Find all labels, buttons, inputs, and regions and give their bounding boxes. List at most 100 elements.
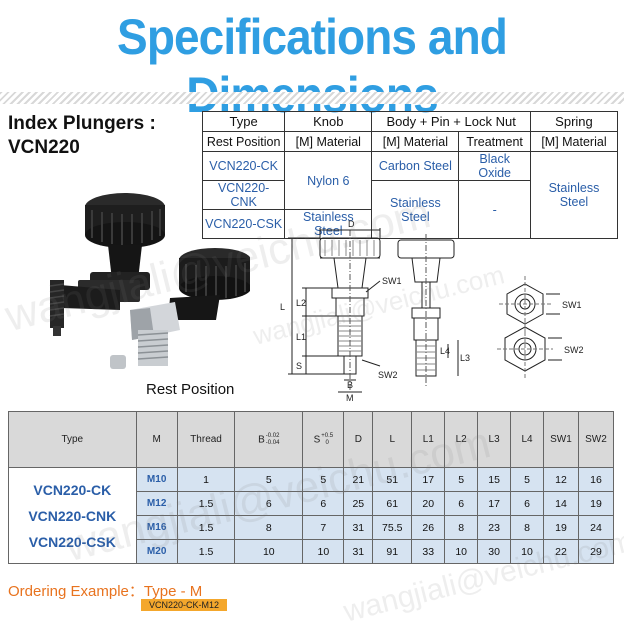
dim-cell-s: 10 [302, 539, 345, 564]
table-row: M12 1.5 6 6 25 61 20 6 17 6 14 19 [9, 491, 615, 516]
mat-type-cell: VCN220-CSK [201, 209, 286, 239]
dim-header-b: B-0.02-0.04 [234, 411, 304, 468]
dim-cell-s: 6 [302, 491, 345, 516]
dim-cell-l4: 6 [510, 491, 544, 516]
plunger-steel-image [110, 248, 250, 369]
product-name-line1: Index Plungers : [8, 113, 156, 134]
dim-header-l1: L1 [411, 411, 446, 468]
mat-sub-spring-material: [M] Material [529, 131, 619, 152]
dim-cell-l1: 17 [411, 467, 446, 492]
dim-label-sw2: SW2 [378, 370, 398, 380]
page-title: Specifications and Dimensions [117, 9, 508, 123]
mat-body-carbon: Carbon Steel [371, 151, 460, 181]
dim-cell-b: 5 [234, 467, 304, 492]
mat-sub-knob-material: [M] Material [284, 131, 373, 152]
dim-header-b-upper: -0.02 [265, 432, 280, 439]
dim-cell-m: M20 [135, 539, 178, 564]
dim-cell-s: 5 [302, 467, 345, 492]
rest-position-caption: Rest Position [146, 381, 235, 398]
dim-label-d: D [348, 219, 355, 229]
technical-drawing: D L L2 L1 S B M SW1 SW2 L4 L3 SW1 SW2 [280, 219, 584, 403]
dim-cell-l3: 15 [477, 467, 512, 492]
dim-cell-l1: 26 [411, 515, 446, 540]
dim-cell-sw1: 19 [542, 515, 579, 540]
dim-cell-l1: 20 [411, 491, 446, 516]
title-divider [0, 92, 624, 104]
dim-cell-m: M10 [135, 467, 178, 492]
dim-cell-d: 21 [343, 467, 374, 492]
dim-type-1: VCN220-CK [33, 481, 112, 498]
dim-cell-l2: 8 [444, 515, 479, 540]
dim-cell-sw2: 19 [577, 491, 615, 516]
dim-cell-thread: 1.5 [176, 515, 236, 540]
mat-treatment-black: Black Oxide [458, 151, 531, 181]
mat-spring-ss: Stainless Steel [529, 151, 619, 239]
dim-header-m: M [135, 411, 178, 468]
dim-cell-sw1: 14 [542, 491, 579, 516]
dim-type-2: VCN220-CNK [28, 507, 117, 524]
dim-label-sw1: SW1 [382, 276, 402, 286]
dim-header-d: D [343, 411, 374, 468]
dim-cell-sw1: 12 [542, 467, 579, 492]
dim-cell-l3: 30 [477, 539, 512, 564]
dim-cell-l4: 5 [510, 467, 544, 492]
dim-header-l2: L2 [444, 411, 479, 468]
dim-label-l4: L4 [440, 346, 450, 356]
mat-header-body: Body + Pin + Lock Nut [371, 111, 531, 132]
dim-header-s-label: S [313, 434, 321, 446]
dim-label-l3: L3 [460, 353, 470, 363]
dim-cell-d: 31 [343, 515, 374, 540]
dim-cell-l: 61 [372, 491, 413, 516]
dim-cell-b: 6 [234, 491, 304, 516]
product-photo [49, 193, 250, 369]
dim-cell-s: 7 [302, 515, 345, 540]
dim-cell-l1: 33 [411, 539, 446, 564]
dim-cell-l2: 10 [444, 539, 479, 564]
dim-header-thread: Thread [176, 411, 236, 468]
dim-cell-l4: 10 [510, 539, 544, 564]
mat-sub-treatment: Treatment [458, 131, 531, 152]
dim-header-sw1: SW1 [542, 411, 579, 468]
dim-label-l1: L1 [296, 332, 306, 342]
dim-cell-l: 75.5 [372, 515, 413, 540]
dim-header-l: L [372, 411, 413, 468]
dim-cell-l3: 17 [477, 491, 512, 516]
plunger-black-image [49, 193, 165, 336]
dim-cell-m: M12 [135, 491, 178, 516]
dim-cell-thread: 1.5 [176, 539, 236, 564]
mat-header-knob: Knob [284, 111, 373, 132]
mat-sub-body-material: [M] Material [371, 131, 460, 152]
dim-header-type: Type [8, 411, 137, 468]
dim-cell-sw2: 24 [577, 515, 615, 540]
dim-header-sw2: SW2 [577, 411, 615, 468]
dim-header-b-lower: -0.04 [265, 439, 280, 446]
ordering-code: VCN220-CK-M12 [141, 599, 227, 611]
dim-label-sw2-end: SW2 [564, 345, 584, 355]
mat-type-cell: VCN220-CNK [201, 180, 286, 210]
ordering-example: Ordering Example：Type - M [8, 583, 203, 600]
mat-header-type: Type [201, 111, 286, 132]
dim-header-s-upper: +0.5 [321, 432, 334, 439]
mat-knob-nylon: Nylon 6 [284, 151, 373, 210]
mat-knob-ss: Stainless Steel [284, 209, 373, 239]
product-name-line2: VCN220 [8, 137, 80, 158]
dim-cell-b: 10 [234, 539, 304, 564]
dim-cell-b: 8 [234, 515, 304, 540]
dim-header-l4: L4 [510, 411, 544, 468]
mat-type-cell: VCN220-CK [201, 151, 286, 181]
dim-cell-sw2: 16 [577, 467, 615, 492]
dim-label-b: B [347, 380, 353, 390]
mat-body-ss: Stainless Steel [371, 180, 460, 239]
dim-cell-d: 31 [343, 539, 374, 564]
dim-header-l3: L3 [477, 411, 512, 468]
dim-cell-sw2: 29 [577, 539, 615, 564]
mat-treatment-none: - [458, 180, 531, 239]
dim-cell-l2: 5 [444, 467, 479, 492]
material-table: Type Knob Body + Pin + Lock Nut Spring R… [201, 111, 619, 239]
table-row: M16 1.5 8 7 31 75.5 26 8 23 8 19 24 [9, 515, 615, 540]
dim-cell-l4: 8 [510, 515, 544, 540]
dim-label-m: M [346, 393, 354, 403]
dim-cell-thread: 1.5 [176, 491, 236, 516]
